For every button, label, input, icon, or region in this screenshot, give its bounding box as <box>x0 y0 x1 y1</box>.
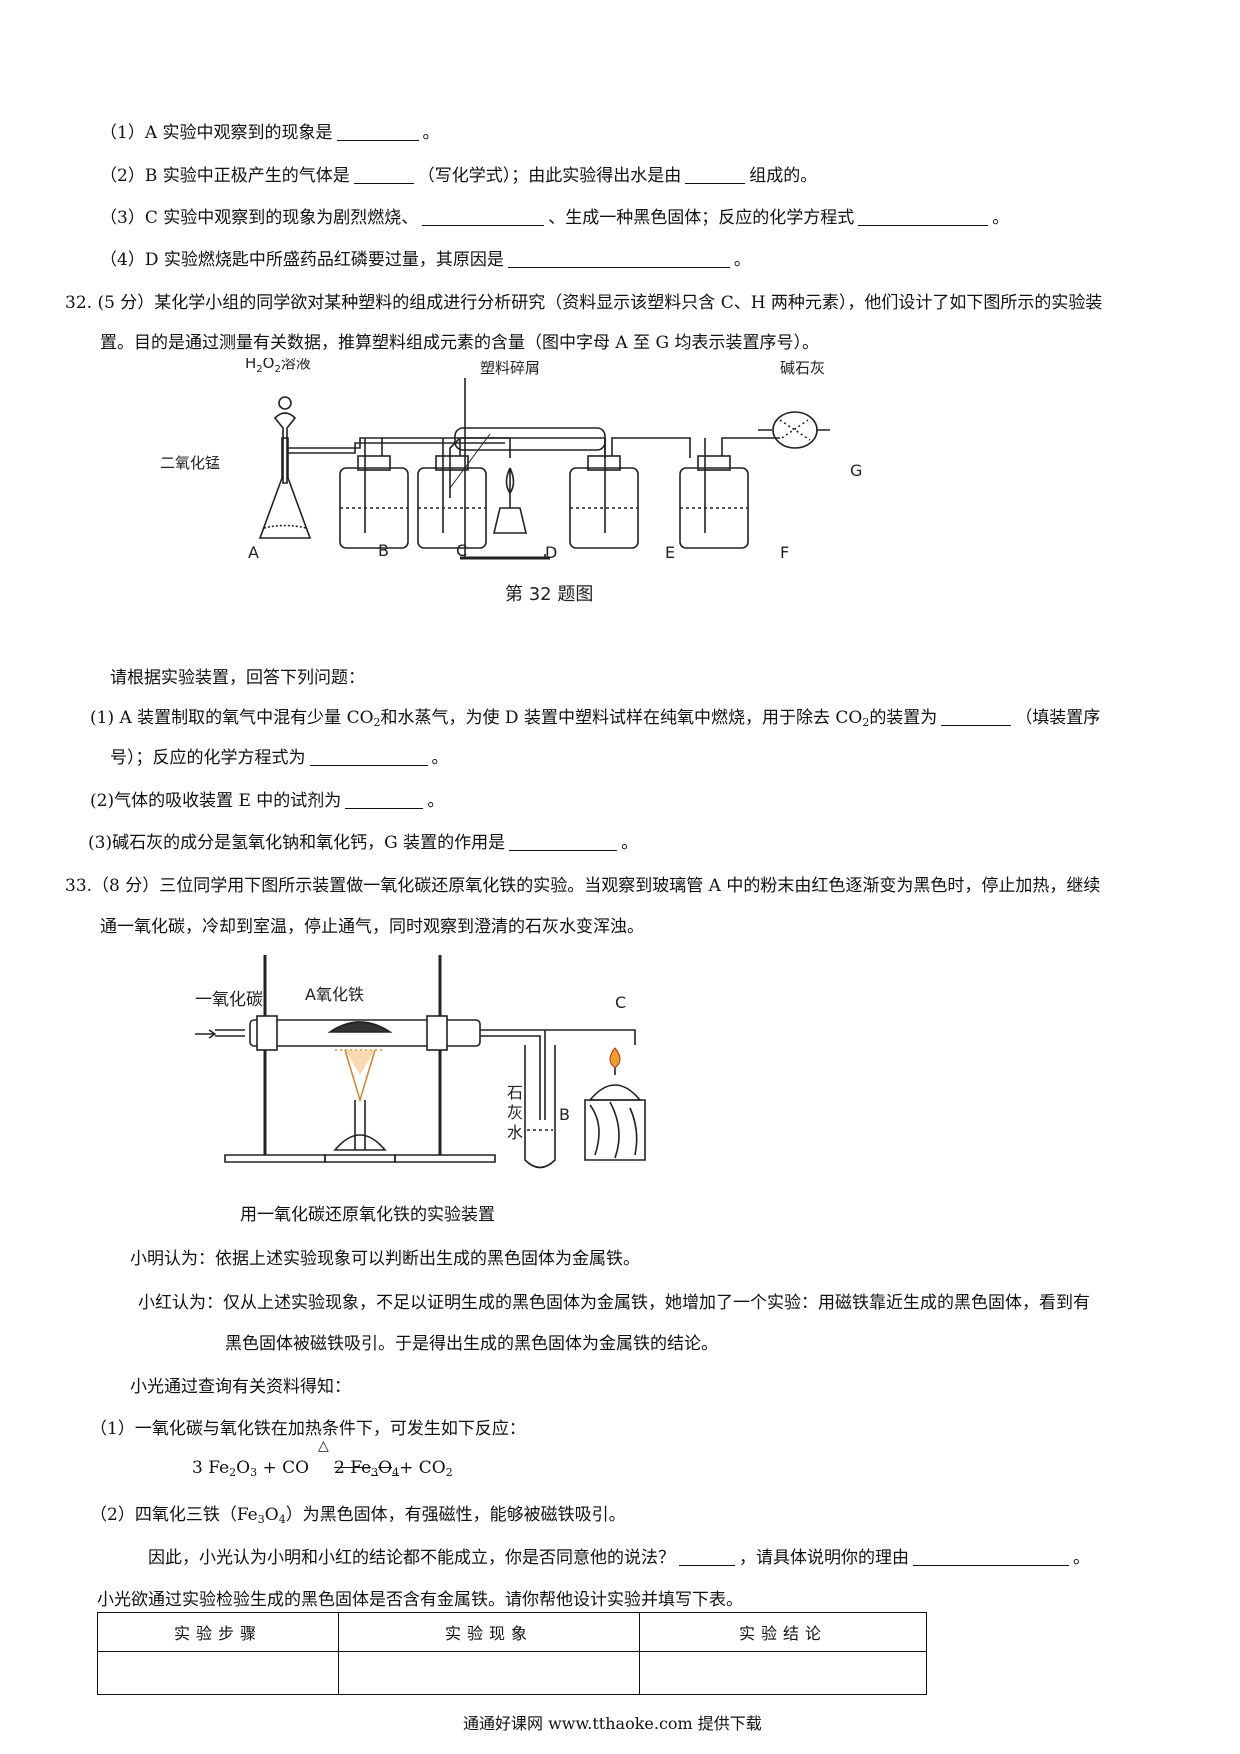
q33-xiaoming: 小明认为：依据上述实验现象可以判断出生成的黑色固体为金属铁。 <box>130 1249 640 1269</box>
table-cell-phenomena[interactable] <box>338 1651 640 1695</box>
q33-conclusion: 因此，小光认为小明和小红的结论都不能成立，你是否同意他的说法？，请具体说明你的理… <box>148 1548 1090 1568</box>
letter-c: C <box>456 541 467 560</box>
answer-blank[interactable] <box>941 708 1012 726</box>
label-h2o2: H2O2溶液 <box>245 358 311 375</box>
chemical-equation: 3 Fe2O3 + CO <box>192 1458 310 1479</box>
answer-blank[interactable] <box>422 208 545 226</box>
experiment-table: 实验步骤 实验现象 实验结论 <box>97 1612 927 1695</box>
table-header-conclusion: 实验结论 <box>639 1612 927 1652</box>
q31-part3: （3）C 实验中观察到的现象为剧烈燃烧、、生成一种黑色固体；反应的化学方程式。 <box>100 208 1010 228</box>
alcohol-lamp <box>492 507 528 534</box>
q33-apparatus-figure: 一氧化碳 A氧化铁 C B 石 灰 水 <box>195 955 646 1169</box>
q32-part1-line1: (1) A 装置制取的氧气中混有少量 CO2和水蒸气，为使 D 装置中塑料试样在… <box>90 708 1101 729</box>
letter-b: B <box>378 541 389 560</box>
bottle-f <box>679 467 749 549</box>
label-limewater-2: 灰 <box>507 1103 523 1122</box>
answer-blank[interactable] <box>336 123 419 141</box>
bottle-b <box>339 467 409 549</box>
q31-part2: （2）B 实验中正极产生的气体是（写化学式）；由此实验得出水是由组成的。 <box>100 166 818 186</box>
heat-symbol: △ <box>318 1438 329 1454</box>
label-iron-oxide: A氧化铁 <box>305 985 364 1004</box>
q31-part4: （4）D 实验燃烧匙中所盛药品红磷要过量，其原因是。 <box>100 250 751 270</box>
stand-base-left <box>224 1154 326 1163</box>
q32-part2: (2)气体的吸收装置 E 中的试剂为。 <box>90 791 445 811</box>
q33-figure-caption: 用一氧化碳还原氧化铁的实验装置 <box>240 1205 495 1225</box>
answer-blank[interactable] <box>507 250 730 268</box>
q33-xiaoguang: 小光通过查询有关资料得知： <box>130 1377 351 1397</box>
table-header-steps: 实验步骤 <box>97 1612 339 1652</box>
q33-table-intro: 小光欲通过实验检验生成的黑色固体是否含有金属铁。请你帮他设计实验并填写下表。 <box>97 1590 743 1610</box>
q33-stem-line2: 通一氧化碳，冷却到室温，停止通气，同时观察到澄清的石灰水变浑浊。 <box>100 917 644 937</box>
label-limewater-3: 水 <box>507 1123 523 1142</box>
answer-blank[interactable] <box>913 1548 1069 1566</box>
label-co: 一氧化碳 <box>195 990 263 1010</box>
table-cell-conclusion[interactable] <box>639 1651 927 1695</box>
chemical-equation-right: 2 Fe3O4+ CO2 <box>334 1458 453 1479</box>
answer-blank[interactable] <box>509 833 618 851</box>
stand-base-right <box>394 1154 496 1163</box>
answer-blank[interactable] <box>353 166 414 184</box>
q33-xiaohong-line1: 小红认为：仅从上述实验现象，不足以证明生成的黑色固体为金属铁，她增加了一个实验：… <box>138 1293 1090 1313</box>
bottle-c <box>417 467 487 549</box>
page-footer: 通通好课网 www.tthaoke.com 提供下载 <box>463 1714 762 1733</box>
soda-lime-tube <box>772 411 818 449</box>
q32-intro: 请根据实验装置，回答下列问题： <box>110 668 365 688</box>
q32-stem-line2: 置。目的是通过测量有关数据，推算塑料组成元素的含量（图中字母 A 至 G 均表示… <box>100 333 819 353</box>
table-header-phenomena: 实验现象 <box>338 1612 640 1652</box>
label-limewater-1: 石 <box>507 1083 523 1102</box>
q33-reference-2: （2）四氧化三铁（Fe3O4）为黑色固体，有强磁性，能够被磁铁吸引。 <box>90 1505 626 1526</box>
q32-stem-line1: 32. (5 分）某化学小组的同学欲对某种塑料的组成进行分析研究（资料显示该塑料… <box>65 293 1103 313</box>
letter-g: G <box>850 461 862 480</box>
label-b: B <box>559 1105 570 1124</box>
label-c: C <box>615 993 626 1012</box>
label-mno2: 二氧化锰 <box>160 454 220 472</box>
alcohol-lamp-c <box>588 1084 642 1101</box>
q32-part1-line2: 号）；反应的化学方程式为。 <box>110 748 449 768</box>
bunsen-burner <box>333 1134 387 1151</box>
q33-xiaohong-line2: 黑色固体被磁铁吸引。于是得出生成的黑色固体为金属铁的结论。 <box>225 1334 718 1354</box>
q33-stem-line1: 33.（8 分）三位同学用下图所示装置做一氧化碳还原氧化铁的实验。当观察到玻璃管… <box>65 876 1101 896</box>
q32-part3: (3)碱石灰的成分是氢氧化钠和氧化钙，G 装置的作用是。 <box>88 833 639 853</box>
letter-f: F <box>780 543 789 562</box>
q32-apparatus-figure: H2O2溶液 二氧化锰 塑料碎屑 碱石灰 A B C D E F G 第 32 … <box>160 358 862 605</box>
flame-icon <box>609 1047 621 1069</box>
separatory-funnel <box>273 412 297 484</box>
figure-caption-32: 第 32 题图 <box>505 584 593 605</box>
iron-oxide-powder <box>327 1021 393 1033</box>
answer-blank[interactable] <box>345 791 424 809</box>
letter-d: D <box>545 543 557 562</box>
conical-flask <box>258 437 312 539</box>
q33-reference-1: （1）一氧化碳与氧化铁在加热条件下，可发生如下反应： <box>90 1419 526 1439</box>
q31-part1: （1）A 实验中观察到的现象是。 <box>100 123 440 143</box>
label-plastic: 塑料碎屑 <box>480 359 540 377</box>
letter-e: E <box>665 543 675 562</box>
answer-blank[interactable] <box>309 748 428 766</box>
table-cell-steps[interactable] <box>97 1651 339 1695</box>
label-soda-lime: 碱石灰 <box>780 359 825 377</box>
equation-arrow-line: 2 Fe3O4 <box>334 1458 400 1479</box>
letter-a: A <box>248 543 259 562</box>
combustion-tube <box>454 427 606 451</box>
answer-blank[interactable] <box>679 1548 735 1566</box>
glass-tube-a <box>249 1019 481 1047</box>
answer-blank[interactable] <box>685 166 746 184</box>
bottle-e <box>569 467 639 549</box>
test-tube-b <box>524 1045 556 1169</box>
answer-blank[interactable] <box>858 208 989 226</box>
